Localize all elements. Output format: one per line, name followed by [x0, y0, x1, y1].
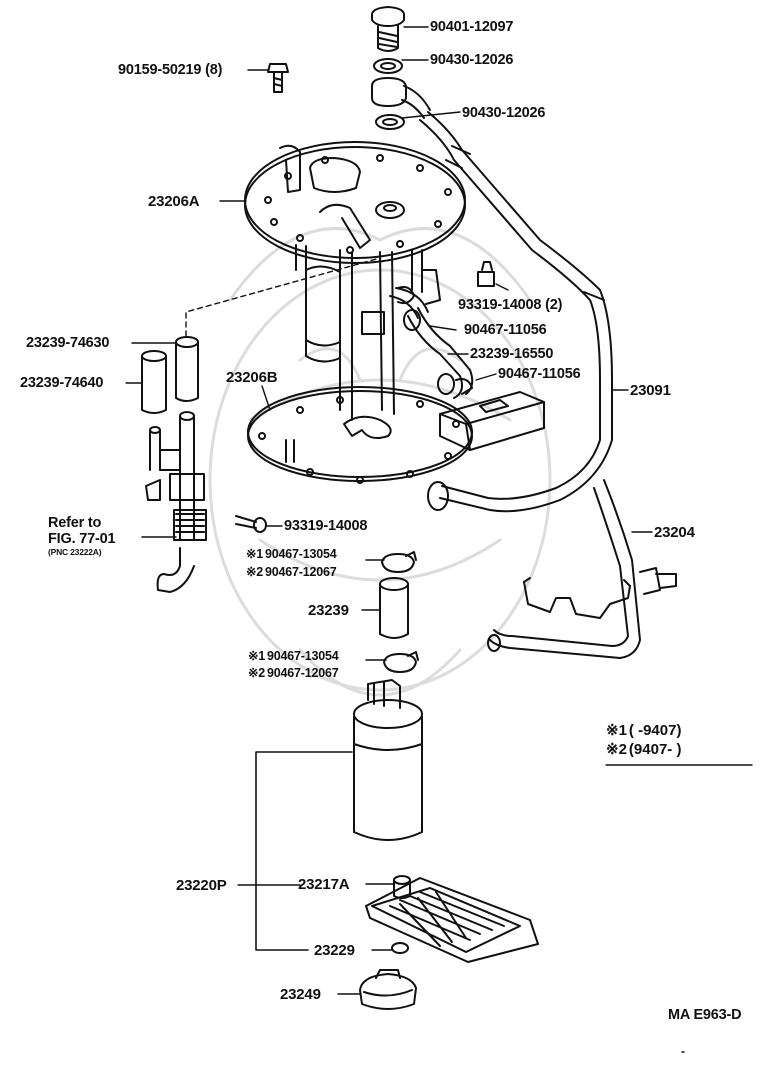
part-label-23239[interactable]: 23239: [308, 602, 349, 619]
part-label-90430-12026-top[interactable]: 90430-12026: [430, 52, 514, 68]
part-label-23091[interactable]: 23091: [630, 382, 671, 399]
part-label-23239-74640[interactable]: 23239-74640: [20, 375, 104, 391]
figure-code: MA E963-D: [668, 1007, 742, 1023]
part-label-23239-74630[interactable]: 23239-74630: [26, 335, 110, 351]
part-label-93319-14008-2[interactable]: 93319-14008 (2): [458, 297, 563, 313]
mounting-bracket: [523, 577, 631, 619]
sender-gauge-plate: [244, 141, 466, 264]
part-label-23249[interactable]: 23249: [280, 986, 321, 1003]
sender-pump-body: [305, 265, 341, 363]
part-label-23229[interactable]: 23229: [314, 942, 355, 959]
part-label-23217A[interactable]: 23217A: [298, 876, 350, 893]
pump-clip: [359, 969, 417, 1010]
hose-23239: [379, 577, 409, 639]
part-label-23206A[interactable]: 23206A: [148, 193, 200, 210]
leader-lines: [125, 26, 753, 1053]
gasket-washer-bottom: [375, 114, 405, 130]
assembly-bracket: [255, 751, 353, 951]
reference-line-2[interactable]: FIG. 77-01: [48, 531, 116, 547]
part-label-90401-12097[interactable]: 90401-12097: [430, 19, 514, 35]
filter-box: [439, 391, 545, 451]
clamp-lower: [383, 651, 419, 673]
sender-screw: [235, 515, 267, 533]
hose-74640: [141, 350, 167, 414]
fuel-return-tube: [419, 111, 613, 513]
fuel-pump: [353, 679, 423, 841]
gasket-washer-top: [373, 58, 403, 74]
part-label-93319-14008[interactable]: 93319-14008: [284, 518, 368, 534]
pump-hose: [403, 307, 474, 399]
clamp-upper: [381, 551, 417, 573]
part-label-23239-16550[interactable]: 23239-16550: [470, 346, 554, 362]
cushion-washer: [391, 942, 409, 954]
fuel-filter: [365, 875, 539, 963]
cap-nut: [309, 157, 361, 193]
fuel-outlet-pipe: [487, 479, 677, 659]
plug-bolt: [371, 6, 405, 52]
legend-row-1: ※1( -9407): [606, 722, 682, 739]
part-label-90467-11056-lower[interactable]: 90467-11056: [498, 366, 581, 382]
part-label-90430-12026-bottom[interactable]: 90430-12026: [462, 105, 546, 121]
legend-row-2: ※2(9407- ): [606, 741, 682, 758]
hose-clamp: [397, 286, 473, 395]
reference-assembly: [145, 411, 207, 593]
sender-lower-plate: [247, 386, 473, 484]
reference-line-3: (PNC 23222A): [48, 547, 102, 557]
part-label-90159-50219[interactable]: 90159-50219 (8): [118, 62, 223, 78]
hose-74630: [175, 336, 199, 402]
plate-bolt: [267, 63, 289, 93]
union-fitting: [371, 77, 431, 119]
part-label-23206B[interactable]: 23206B: [226, 369, 278, 386]
part-label-23204[interactable]: 23204: [654, 524, 695, 541]
sender-screw-top: [477, 261, 495, 287]
part-label-90467-11056-upper[interactable]: 90467-11056: [464, 322, 547, 338]
leader-dashed: [185, 257, 381, 337]
reference-line-1: Refer to: [48, 515, 102, 531]
part-label-23220P[interactable]: 23220P: [176, 877, 227, 894]
